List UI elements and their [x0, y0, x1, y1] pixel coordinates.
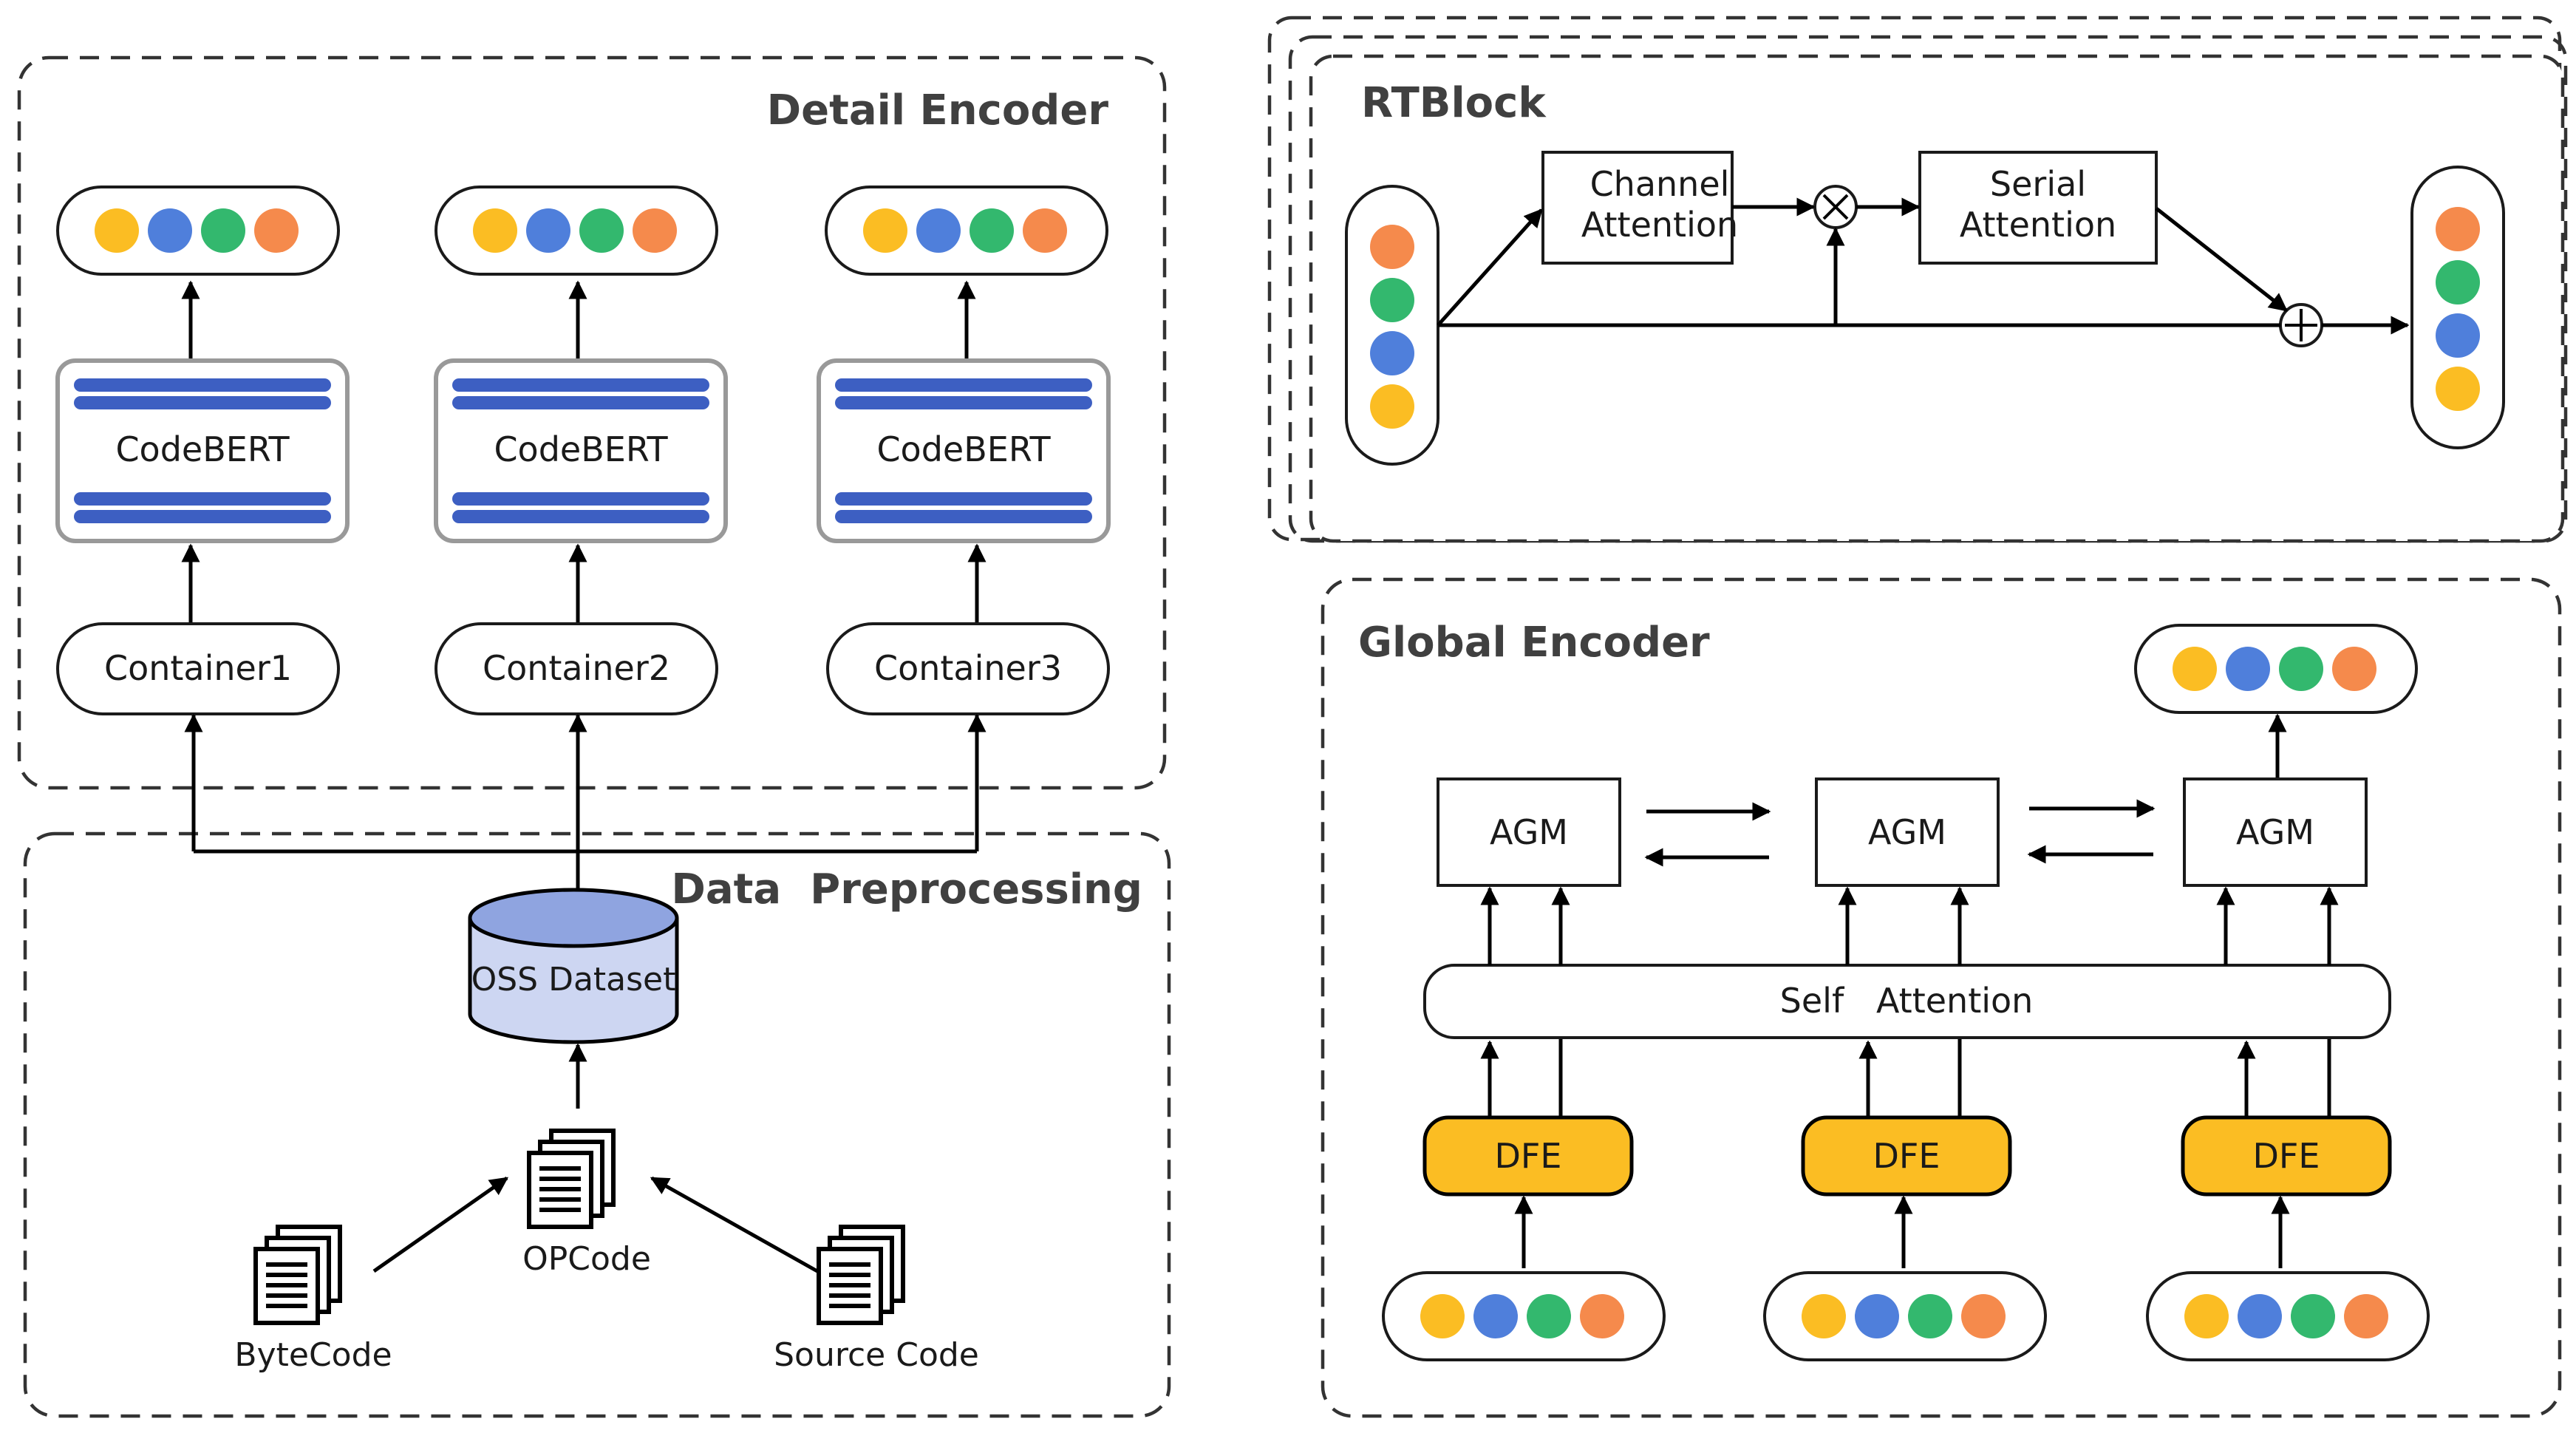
rtblock-output-tokens [2410, 166, 2505, 449]
container-label-3: Container3 [874, 648, 1062, 688]
rtblock-panel: RTBlock Channel Attention Serial Attenti… [1267, 16, 2568, 543]
self-attention-label: Self Attention [1780, 981, 2034, 1021]
document-stack-icon [819, 1227, 903, 1323]
detail-encoder-panel: Detail Encoder CodeBERT Container1 CodeB… [17, 55, 1167, 790]
global-encoder-panel: Global Encoder AGM AGM AGM Self Attentio… [1321, 577, 2562, 1418]
dfe-label-3: DFE [2253, 1136, 2320, 1176]
dfe-box-2 [1801, 1115, 2012, 1197]
source-code-label: Source Code [774, 1336, 979, 1374]
container-label-1: Container1 [104, 648, 292, 688]
global-input-tokens-1 [1382, 1271, 1666, 1361]
channel-attention-label-2: Attention [1581, 205, 1738, 245]
dfe-label-2: DFE [1873, 1136, 1940, 1176]
channel-attention-label-1: Channel [1590, 164, 1730, 204]
channel-attention-box [1541, 151, 1734, 265]
agm-label-1: AGM [1490, 812, 1568, 852]
agm-box-1 [1437, 777, 1621, 887]
codebert-label-1: CodeBERT [115, 429, 290, 469]
document-stack-icon [256, 1227, 340, 1323]
output-tokens-1 [56, 186, 340, 276]
opcode-label: OPCode [522, 1240, 651, 1278]
multiply-icon [1813, 185, 1858, 229]
agm-box-2 [1815, 777, 2000, 887]
global-encoder-title: Global Encoder [1358, 619, 1710, 667]
self-attention-bar [1423, 964, 2391, 1039]
dataset-label: OSS Dataset [471, 961, 676, 998]
global-output-tokens [2134, 624, 2418, 714]
bytecode-label: ByteCode [234, 1336, 392, 1374]
data-preprocessing-title: Data Preprocessing [671, 865, 1142, 913]
agm-box-3 [2183, 777, 2368, 887]
dfe-label-1: DFE [1495, 1136, 1562, 1176]
codebert-label-3: CodeBERT [876, 429, 1051, 469]
serial-attention-box [1918, 151, 2158, 265]
dfe-box-3 [2181, 1115, 2392, 1197]
container-label-2: Container2 [483, 648, 670, 688]
output-tokens-2 [435, 186, 718, 276]
add-icon [2279, 303, 2323, 347]
rtblock-title: RTBlock [1361, 79, 1547, 127]
serial-attention-label-1: Serial [1990, 164, 2086, 204]
codebert-label-2: CodeBERT [494, 429, 668, 469]
dfe-box-1 [1422, 1115, 1634, 1197]
global-input-tokens-3 [2146, 1271, 2430, 1361]
detail-encoder-title: Detail Encoder [767, 86, 1109, 135]
serial-attention-label-2: Attention [1960, 205, 2116, 245]
rtblock-input-tokens [1345, 185, 1439, 466]
database-icon [468, 888, 679, 1044]
agm-label-2: AGM [1868, 812, 1946, 852]
data-preprocessing-panel: Data Preprocessing OSS Dataset OPCode By… [23, 713, 1171, 1418]
output-tokens-3 [825, 186, 1108, 276]
global-input-tokens-2 [1763, 1271, 2047, 1361]
agm-label-3: AGM [2236, 812, 2314, 852]
document-stack-icon [529, 1131, 613, 1227]
